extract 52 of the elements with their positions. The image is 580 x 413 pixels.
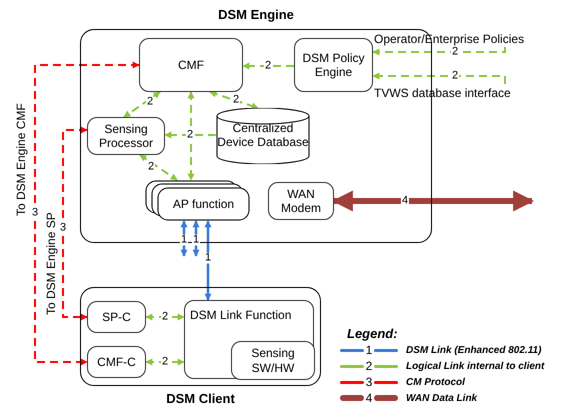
edge-label: 1 xyxy=(180,234,188,246)
double-arrow xyxy=(34,62,140,366)
process-box: Sensing SW/HW xyxy=(231,341,315,380)
edge-label: 3 xyxy=(58,222,68,234)
double-arrow xyxy=(332,190,534,212)
process-box: CMF xyxy=(139,38,243,92)
legend-text: CM Protocol xyxy=(406,376,465,388)
edge-label: 2 xyxy=(450,46,460,58)
double-arrow xyxy=(139,154,178,181)
database-cylinder: Centralized Device Database xyxy=(216,108,310,164)
legend-text: Logical Link internal to client xyxy=(406,360,544,372)
process-box: SP-C xyxy=(87,301,146,333)
edge-label: 2 xyxy=(146,96,154,108)
line-sample: 3 xyxy=(340,375,398,389)
double-arrow xyxy=(204,220,212,301)
arrow xyxy=(242,62,294,70)
double-arrow xyxy=(188,91,194,181)
edge-label: 2 xyxy=(264,60,272,72)
double-arrow xyxy=(145,358,185,366)
edge-label: 2 xyxy=(232,94,240,106)
edge-label: 3 xyxy=(30,208,40,218)
line-sample: 4 xyxy=(340,391,398,405)
double-arrow xyxy=(145,314,185,320)
box-title: DSM Link Function xyxy=(190,308,292,322)
process-box xyxy=(184,300,314,379)
process-box: WAN Modem xyxy=(268,182,334,220)
process-box: CMF-C xyxy=(87,346,146,378)
double-arrow xyxy=(62,126,88,320)
edge-label: 1 xyxy=(192,234,200,246)
arrow xyxy=(372,72,506,84)
side-note: To DSM Engine CMF xyxy=(14,102,28,216)
legend-text: DSM Link (Enhanced 802.11) xyxy=(406,344,542,356)
side-note: To DSM Engine SP xyxy=(44,211,58,315)
legend-heading: Legend: xyxy=(347,326,398,341)
process-box: DSM Policy Engine xyxy=(294,38,373,92)
edge-label: 4 xyxy=(400,196,410,206)
group-title: DSM Client xyxy=(165,391,236,408)
edge-label: 2 xyxy=(450,70,460,82)
edge-label: 1 xyxy=(204,252,212,264)
line-sample: 2 xyxy=(340,359,398,373)
line-sample: 1 xyxy=(340,343,398,357)
double-arrow xyxy=(123,91,161,118)
edge-label: 2 xyxy=(186,130,194,140)
edge-label: 2 xyxy=(146,162,156,172)
legend-text: WAN Data Link xyxy=(406,392,478,404)
edge-label: 2 xyxy=(160,312,170,322)
arrow xyxy=(372,47,506,56)
group-title: DSM Engine xyxy=(217,7,295,24)
double-arrow xyxy=(209,90,259,110)
arrow xyxy=(164,132,216,138)
process-box: Sensing Processor xyxy=(87,117,165,155)
edge-label: 2 xyxy=(160,356,170,368)
